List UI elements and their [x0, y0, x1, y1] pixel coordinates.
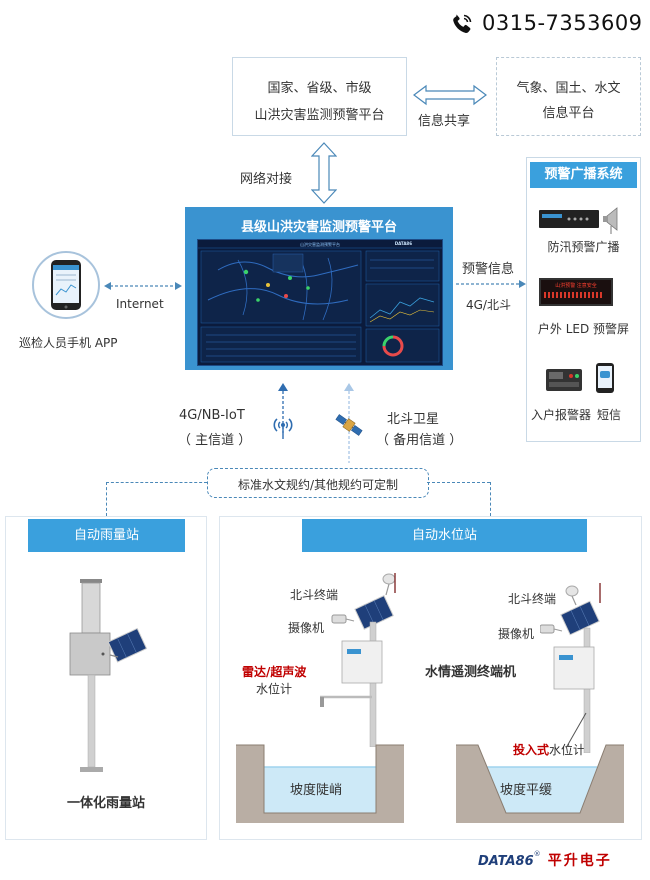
water-station-panel: 自动水位站 北斗终端 摄像机 雷达/超声波 水位计 [219, 516, 642, 840]
county-platform-title: 县级山洪灾害监测预警平台 [240, 220, 397, 235]
brand-cn: 平升电子 [547, 853, 612, 869]
river-gentle-section [456, 744, 624, 823]
app-caption: 巡检人员手机 APP [19, 336, 118, 350]
protocol-box: 标准水文规约/其他规约可定制 [207, 468, 429, 498]
phone-app-device [32, 251, 100, 319]
radar-black-text: 水位计 [256, 682, 293, 696]
warning-network-label: 4G/北斗 [466, 298, 511, 312]
led-dots [544, 292, 604, 298]
satellite-icon [335, 414, 363, 436]
brand-reg: ® [533, 850, 541, 858]
input-level-label: 投入式水位计 [513, 741, 585, 758]
camera-right-label: 摄像机 [498, 627, 535, 641]
led-screen-icon: 山洪预警 注意安全 [539, 278, 613, 306]
backup-channel-sub: （ 备用信道 ） [376, 433, 463, 448]
contact-phone: 0315-7353609 [450, 10, 645, 40]
broadcast-label: 防汛预警广播 [547, 240, 620, 254]
main-channel-sub: （ 主信道 ） [178, 433, 252, 448]
beidou-terminal-left-label: 北斗终端 [290, 588, 339, 602]
main-channel-label: 4G/NB-IoT [179, 408, 245, 423]
input-black-text: 水位计 [549, 743, 586, 757]
slope-gentle-label: 坡度平缓 [500, 783, 553, 798]
camera-left-label: 摄像机 [288, 621, 325, 635]
connector-right-h [427, 482, 490, 483]
input-red-text: 投入式 [513, 743, 550, 757]
rain-station-caption: 一体化雨量站 [66, 796, 145, 811]
brand-logo-text: DATA86 [478, 854, 534, 869]
backup-channel-label: 北斗卫星 [387, 412, 440, 427]
water-station-header: 自动水位站 [302, 519, 587, 552]
national-platform-box: 国家、省级、市级 山洪灾害监测预警平台 [232, 57, 407, 136]
rain-gauge-station-icon [69, 579, 148, 772]
alarm-label: 入户报警器 [531, 408, 592, 422]
home-alarm-icon [546, 369, 582, 391]
share-double-arrow [413, 84, 487, 106]
dashboard-title: 山洪灾害监测预警平台 [300, 242, 340, 247]
dashboard-brand: DATA86 [394, 241, 412, 246]
connector-right-v [490, 482, 491, 516]
broadcast-system-title: 预警广播系统 [530, 162, 637, 188]
rain-station-panel: 自动雨量站 一体化雨量站 [5, 516, 207, 840]
beidou-terminal-right-label: 北斗终端 [508, 592, 557, 606]
sms-phone-icon [596, 363, 614, 393]
broadcast-device-icon [539, 207, 618, 234]
signal-tower-icon [273, 418, 293, 439]
telemetry-terminal-label: 水情遥测终端机 [425, 665, 517, 680]
network-label: 网络对接 [240, 172, 293, 187]
connector-left-h [106, 482, 207, 483]
brand-logo: DATA86® 平升电子 [478, 850, 638, 872]
phone-number: 0315-7353609 [482, 11, 643, 35]
rain-station-header: 自动雨量站 [28, 519, 185, 552]
warning-arrow [456, 280, 526, 288]
internet-arrow [104, 282, 182, 290]
dashboard-graphics [198, 247, 442, 363]
phone-icon [453, 14, 472, 33]
water-station-right-icon [540, 583, 601, 753]
connector-left-v [106, 482, 107, 516]
broadcast-system-panel: 预警广播系统 防汛预警广播 山洪预警 注意安全 户外 LED 预警屏 入户报警器… [526, 157, 641, 442]
sms-label: 短信 [597, 408, 622, 422]
radar-level-label: 雷达/超声波 水位计 [242, 664, 306, 698]
led-text: 山洪预警 注意安全 [555, 283, 597, 289]
share-label: 信息共享 [418, 114, 471, 129]
county-platform-panel: 县级山洪灾害监测预警平台 山洪灾害监测预警平台 DATA86 [185, 207, 453, 370]
weather-platform-box: 气象、国土、水文 信息平台 [496, 57, 641, 136]
weather-line2: 信息平台 [542, 106, 595, 121]
network-double-arrow [311, 142, 337, 204]
weather-line1: 气象、国土、水文 [516, 81, 621, 96]
radar-red-text: 雷达/超声波 [242, 665, 307, 679]
national-line2: 山洪灾害监测预警平台 [254, 108, 385, 123]
national-line1: 国家、省级、市级 [267, 81, 372, 96]
river-steep-section [236, 744, 404, 823]
dashboard-screen: 山洪灾害监测预警平台 DATA86 [197, 239, 443, 366]
protocol-label: 标准水文规约/其他规约可定制 [237, 478, 399, 492]
led-label: 户外 LED 预警屏 [537, 322, 630, 336]
warning-info-label: 预警信息 [462, 262, 515, 277]
water-station-left-icon [320, 573, 396, 747]
smartphone-icon [51, 260, 81, 310]
internet-label: Internet [116, 297, 164, 311]
slope-steep-label: 坡度陡峭 [290, 783, 343, 798]
